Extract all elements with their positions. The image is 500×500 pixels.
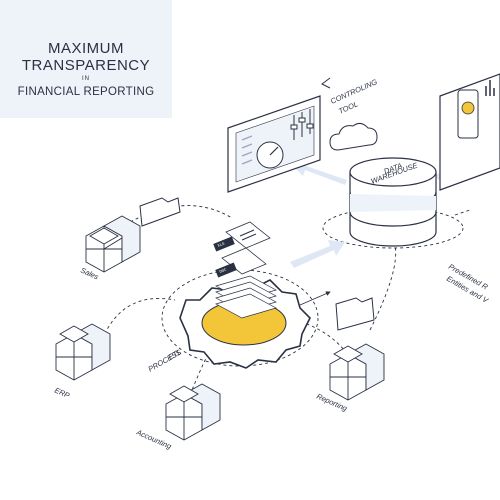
pie-chart-icon — [461, 101, 475, 115]
arrow-etl-to-reporting — [299, 291, 331, 306]
label-process: PROCESS — [147, 348, 183, 374]
calculator-icon — [239, 229, 257, 241]
arrow-indicator-icon — [321, 77, 331, 89]
folder-icon-reporting — [335, 297, 375, 331]
connector-to-right — [454, 209, 471, 216]
title-panel: MAXIMUM TRANSPARENCY IN FINANCIAL REPORT… — [0, 0, 172, 118]
doc-label-doc: DOC — [219, 268, 228, 275]
label-erp: ERP — [53, 386, 71, 400]
reporting-dashboard-monitor — [439, 73, 500, 191]
etl-documents: XLS DOC — [213, 221, 271, 278]
etl-document-stack — [215, 275, 277, 319]
connector-erp-to-etl — [99, 298, 176, 346]
connector-accounting-to-etl — [189, 349, 211, 396]
erp-cubes — [55, 323, 111, 381]
etl-gear — [179, 275, 311, 369]
cloud-icon — [329, 122, 378, 151]
folder-icon-sales — [139, 197, 181, 227]
title-line-transparency: TRANSPARENCY — [21, 57, 151, 74]
title-line-in: IN — [82, 76, 90, 82]
accounting-cubes — [165, 383, 221, 441]
controlling-tool-monitor — [227, 95, 321, 193]
arrow-etl-to-warehouse — [290, 240, 345, 268]
bar-chart-icon — [485, 80, 495, 96]
reporting-cubes — [329, 343, 385, 401]
connector-sales-to-etl — [124, 205, 233, 226]
arrow-warehouse-to-tool — [292, 160, 347, 185]
title-line-financial-reporting: FINANCIAL REPORTING — [17, 86, 155, 98]
title-line-maximum: MAXIMUM — [48, 40, 124, 57]
data-warehouse-database — [349, 157, 437, 247]
slider-icons — [290, 109, 314, 140]
sales-cubes — [85, 215, 141, 273]
doc-label-xls: XLS — [217, 242, 226, 249]
connector-reporting-to-warehouse — [369, 244, 397, 331]
